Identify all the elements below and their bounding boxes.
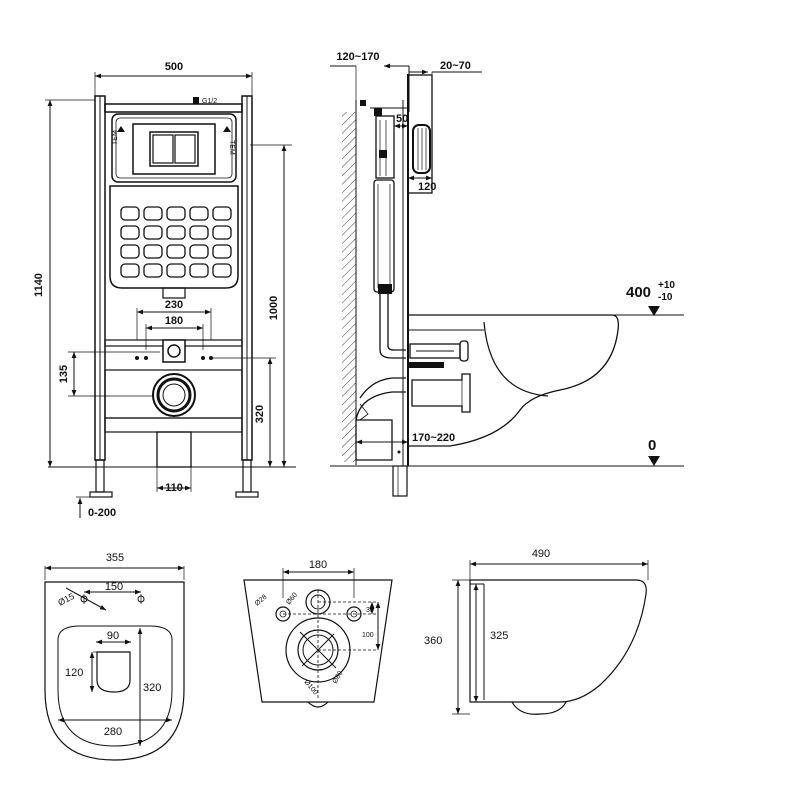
hole-d60: Ø60 (285, 592, 299, 607)
dim-400-tol-plus: +10 (658, 280, 675, 291)
dim-120-170: 120~170 (336, 51, 379, 63)
front-view: 500 G1/2 TEM TEM (33, 61, 296, 519)
side-text-left: TEM (112, 130, 119, 145)
dim-20-70: 20~70 (440, 60, 471, 72)
profile-view: 490 360 325 (424, 548, 649, 715)
dim-120-top: 120 (65, 667, 83, 679)
dim-180-rear: 180 (309, 559, 327, 571)
side-view: 120~170 20~70 50 120 (330, 51, 684, 497)
dim-35: 35 (366, 607, 374, 614)
dim-490: 490 (532, 548, 550, 560)
dim-150: 150 (105, 581, 123, 593)
dim-50: 50 (396, 113, 408, 125)
dim-170-220: 170~220 (412, 432, 455, 444)
dim-90: 90 (107, 630, 119, 642)
front-width-label: 500 (165, 61, 183, 73)
floor-level: 0 (648, 437, 656, 454)
dim-325: 325 (490, 630, 508, 642)
dim-120-side: 120 (418, 181, 436, 193)
dim-400-tol-minus: -10 (658, 292, 673, 303)
dim-320-top: 320 (143, 682, 161, 694)
dim-280: 280 (104, 726, 122, 738)
dim-320: 320 (254, 405, 266, 423)
dim-230: 230 (165, 299, 183, 311)
side-text-right: TEM (228, 140, 235, 155)
dim-400: 400 (626, 284, 651, 301)
top-view: 355 150 Ø15 90 120 320 280 (44, 552, 185, 761)
dim-110: 110 (165, 482, 183, 494)
inlet-label: G1/2 (202, 98, 217, 105)
dim-180: 180 (165, 315, 183, 327)
dim-355: 355 (106, 552, 124, 564)
cistern-grid (120, 206, 232, 278)
dim-100-rear: 100 (362, 632, 374, 639)
dim-0-200: 0-200 (88, 507, 116, 519)
dim-360: 360 (424, 635, 442, 647)
dim-1140: 1140 (33, 273, 45, 297)
rear-view: 180 Ø28 Ø60 35 100 Ø80 Ø100 (243, 559, 393, 708)
hole-d15: Ø15 (56, 591, 76, 608)
hole-d28: Ø28 (254, 594, 269, 608)
dim-135: 135 (58, 365, 70, 383)
hole-d80: Ø80 (332, 670, 345, 685)
dim-1000: 1000 (268, 296, 280, 320)
